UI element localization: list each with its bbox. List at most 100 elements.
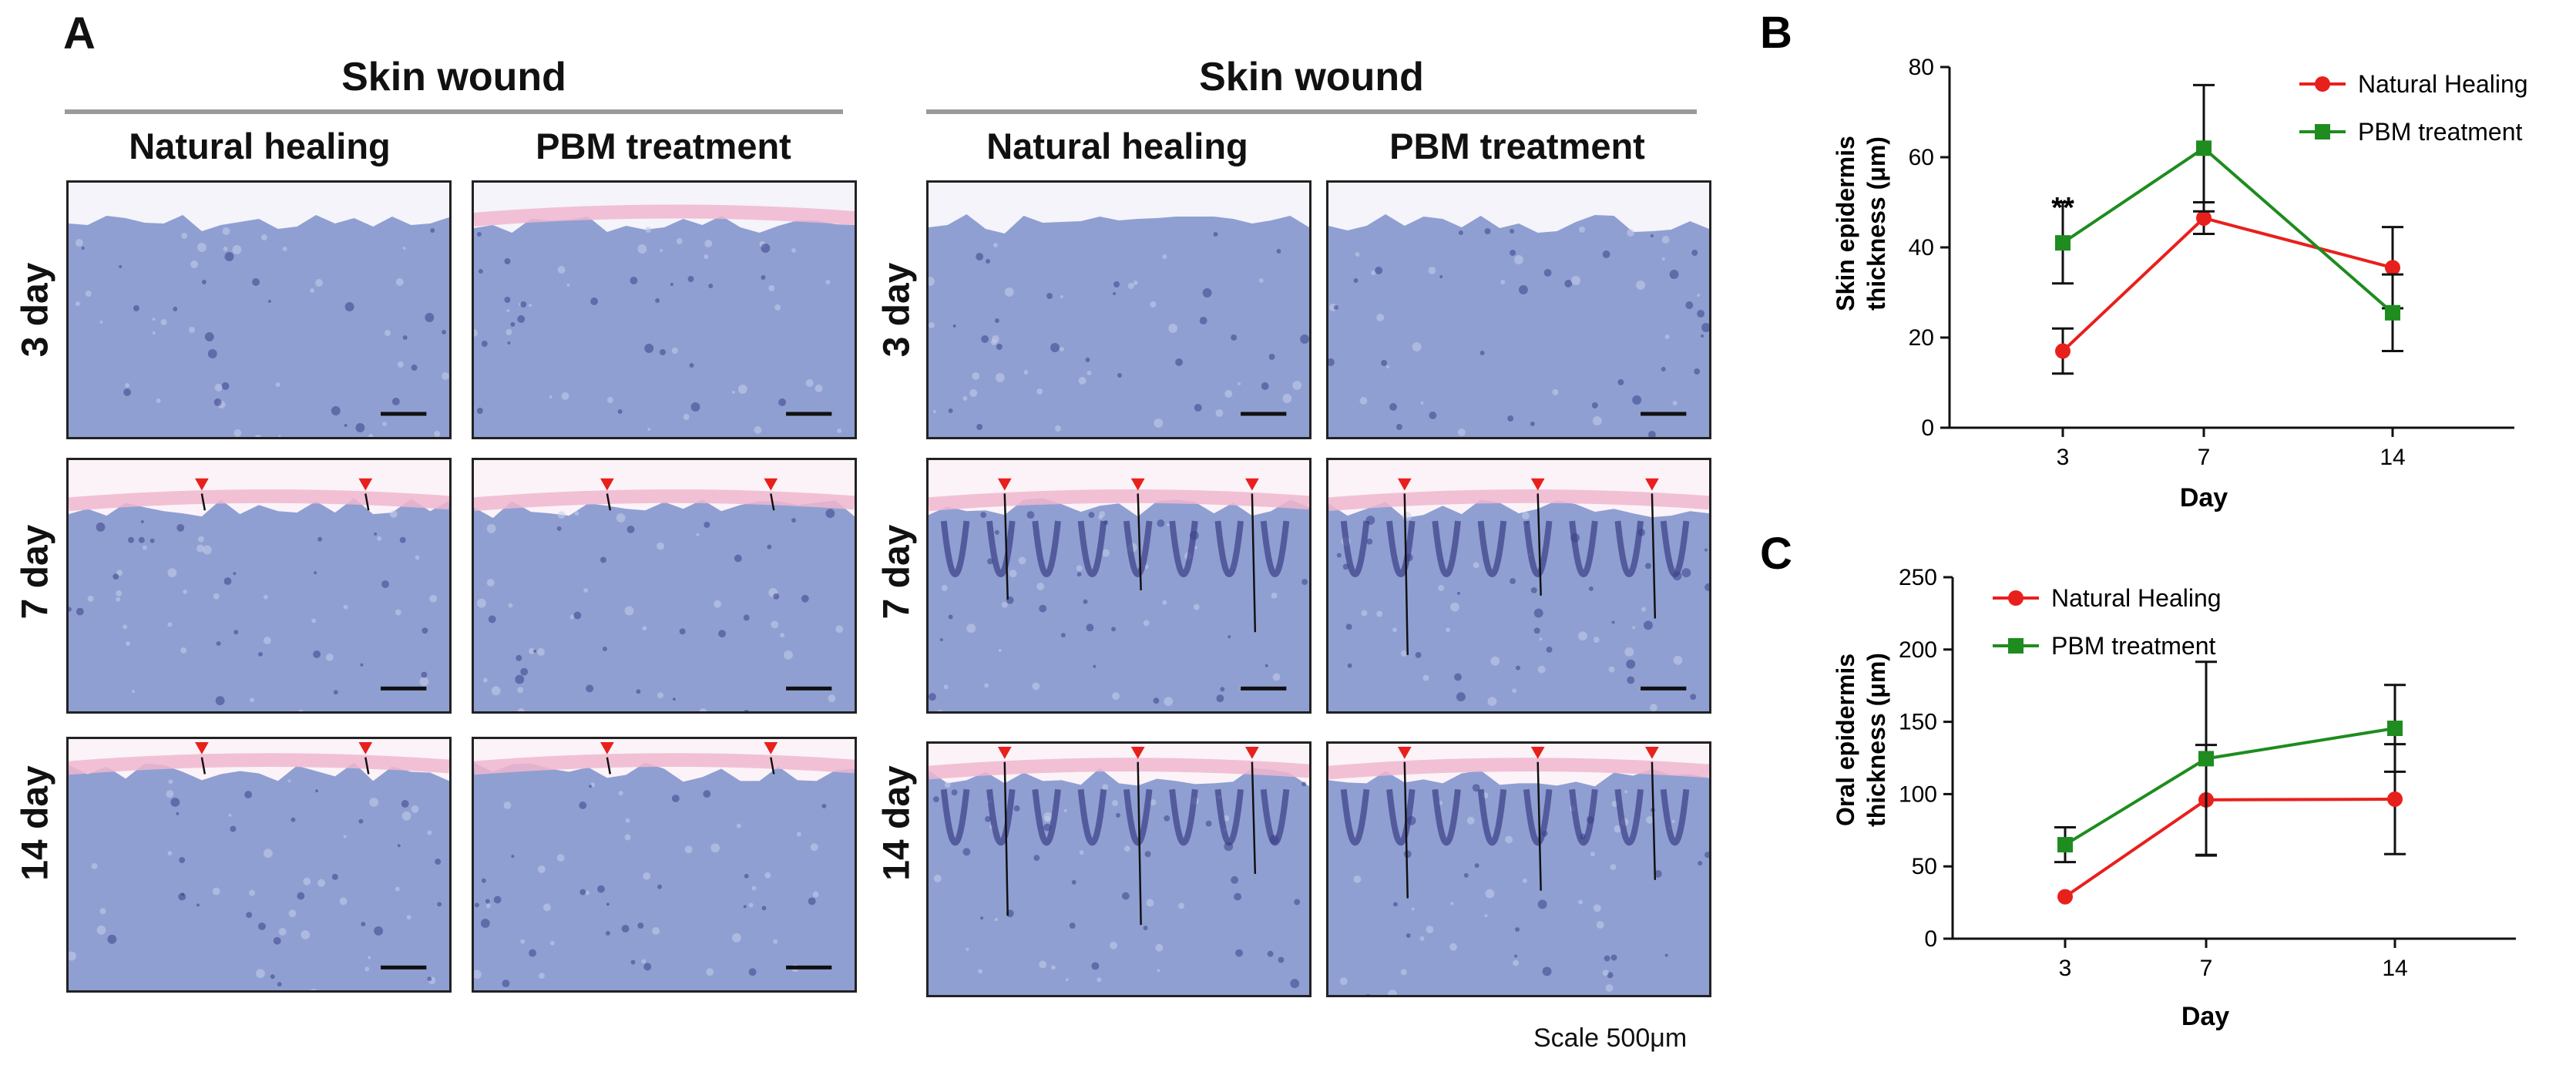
cell-nucleus [520, 667, 529, 676]
cell-nucleus [1389, 403, 1397, 411]
significance-annotation: ** [2051, 192, 2074, 224]
cell-nucleus [600, 556, 606, 563]
cell-nucleus [1411, 907, 1415, 911]
thickness-measure-line [1003, 493, 1009, 600]
cell-nucleus [998, 648, 1002, 652]
cell-nucleus [1428, 267, 1436, 274]
cell-nucleus [1301, 579, 1308, 586]
thickness-measure-line [1651, 493, 1657, 619]
cell-nucleus [992, 335, 999, 343]
cell-nucleus [183, 589, 188, 594]
group-2-divider [926, 109, 1697, 114]
cell-nucleus [214, 384, 223, 391]
cell-nucleus [395, 609, 401, 616]
cell-nucleus [427, 976, 432, 982]
histology-image [1326, 180, 1711, 439]
cell-nucleus [1110, 941, 1118, 949]
epidermis-layer [929, 758, 1309, 780]
cell-nucleus [1157, 519, 1165, 527]
rete-ridge [1032, 788, 1061, 846]
cell-nucleus [1366, 538, 1373, 545]
cell-nucleus [503, 801, 512, 809]
cell-nucleus [1519, 285, 1528, 294]
cell-nucleus [1036, 388, 1043, 395]
epidermis-layer [69, 489, 449, 512]
cell-nucleus [402, 335, 408, 340]
cell-nucleus [801, 594, 809, 603]
cell-nucleus [1701, 323, 1709, 332]
cell-nucleus [517, 687, 524, 694]
cell-nucleus [1439, 275, 1443, 278]
cell-nucleus [85, 291, 92, 297]
cell-nucleus [1593, 637, 1600, 644]
cell-nucleus [1085, 358, 1090, 362]
thickness-measure-line [200, 757, 207, 775]
cell-nucleus [652, 927, 660, 935]
rete-ridge [1260, 788, 1290, 846]
y-tick-label: 40 [1909, 235, 1934, 260]
cell-nucleus [480, 919, 490, 928]
cell-nucleus [643, 963, 652, 971]
cell-nucleus [399, 536, 406, 543]
cell-nucleus [1194, 546, 1197, 549]
cell-nucleus [1664, 334, 1670, 339]
cell-nucleus [671, 795, 680, 802]
cell-nucleus [430, 228, 435, 233]
cell-nucleus [369, 798, 379, 807]
cell-nucleus [1376, 610, 1383, 617]
cell-nucleus [687, 276, 694, 282]
cell-nucleus [625, 818, 630, 823]
cell-nucleus [506, 309, 510, 312]
tissue-region [69, 498, 449, 711]
y-tick-label: 250 [1899, 565, 1937, 590]
cell-nucleus [618, 791, 623, 796]
cell-nucleus [374, 926, 384, 936]
cell-nucleus [1626, 659, 1636, 669]
cell-nucleus [1627, 229, 1635, 237]
cell-nucleus [493, 896, 502, 904]
cell-nucleus [511, 855, 515, 859]
x-tick-label: 3 [2057, 445, 2070, 470]
cell-nucleus [1420, 402, 1424, 405]
cell-nucleus [368, 956, 371, 959]
cell-nucleus [149, 538, 155, 543]
thickness-arrow [1530, 478, 1545, 491]
cell-nucleus [1694, 368, 1701, 375]
cell-nucleus [1537, 665, 1546, 674]
cell-nucleus [1412, 342, 1422, 351]
cell-nucleus [116, 570, 123, 576]
cell-nucleus [442, 372, 449, 380]
cell-nucleus [391, 398, 400, 405]
cell-nucleus [152, 331, 156, 334]
thickness-arrow [764, 478, 778, 491]
row-label-14-day-2: 14 day [876, 765, 918, 881]
cell-nucleus [641, 959, 647, 964]
rete-ridge [1660, 788, 1690, 846]
cell-nucleus [825, 509, 835, 519]
cell-nucleus [75, 301, 80, 306]
cell-nucleus [508, 603, 513, 608]
cell-nucleus [821, 803, 827, 808]
rete-ridge [1523, 520, 1553, 578]
thickness-measure-line [1003, 761, 1009, 916]
cell-nucleus [275, 382, 280, 387]
cell-nucleus [1154, 418, 1164, 428]
cell-nucleus [637, 922, 644, 929]
cell-nucleus [1406, 933, 1411, 938]
cell-nucleus [1235, 949, 1244, 957]
cell-nucleus [1023, 370, 1029, 375]
cell-nucleus [368, 434, 374, 437]
cell-nucleus [981, 335, 989, 343]
histology-texture [929, 744, 1309, 995]
cell-nucleus [704, 522, 710, 528]
cell-nucleus [197, 536, 204, 543]
cell-nucleus [358, 818, 364, 824]
cell-nucleus [181, 233, 188, 239]
cell-nucleus [138, 536, 145, 543]
cell-nucleus [481, 341, 488, 347]
cell-nucleus [1231, 334, 1238, 341]
cell-nucleus [288, 909, 297, 918]
rete-ridge [1214, 520, 1244, 578]
legend-label: PBM treatment [2051, 632, 2216, 660]
legend-label: Natural Healing [2051, 584, 2222, 612]
